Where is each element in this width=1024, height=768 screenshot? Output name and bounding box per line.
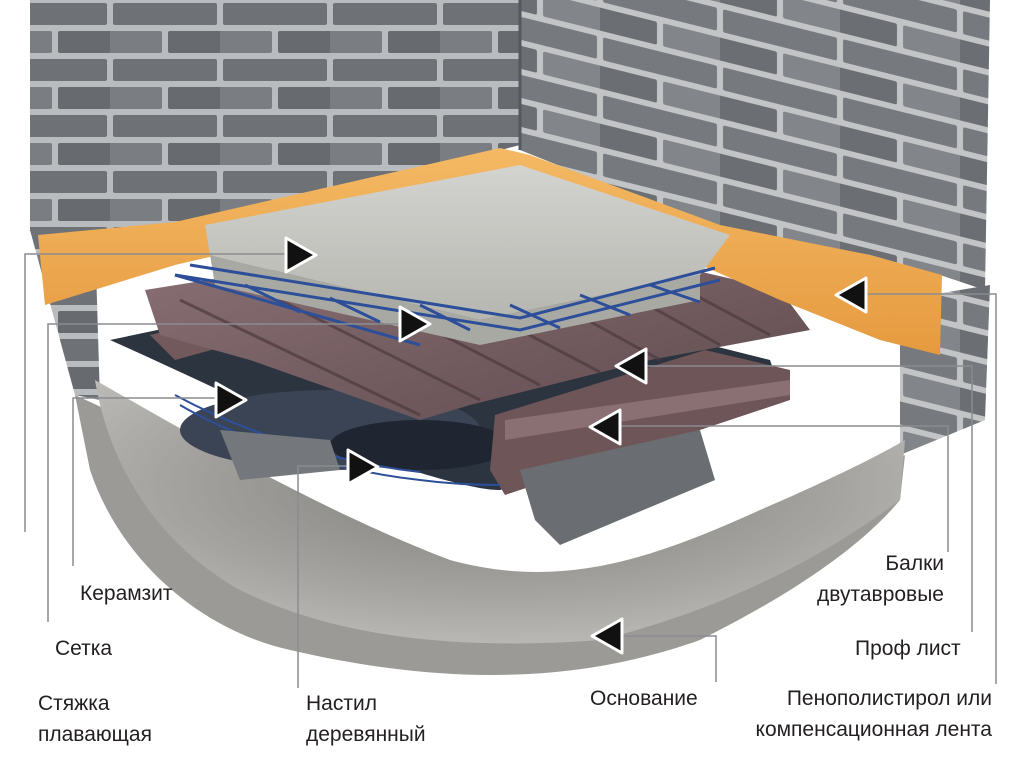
arrow-profsheet-icon [614,347,648,385]
label-nastil: Настил деревянный [306,688,426,750]
label-penopolistirol: Пенополистирол или компенсационная лента [756,683,992,745]
leader-lines [24,253,997,688]
brick-wall [30,0,990,455]
label-styazhka-line2: плавающая [38,723,152,746]
callout-arrows [214,236,868,655]
label-setka: Сетка [55,637,113,660]
label-balki-line2: двутавровые [817,583,944,606]
label-styazhka-line1: Стяжка [38,692,110,715]
label-prof-list: Проф лист [855,637,961,660]
mesh-upper [174,263,721,347]
support-blocks [220,430,715,545]
label-keramzit: Керамзит [80,582,173,605]
arrow-tape-icon [834,276,868,314]
arrow-deck-icon [346,448,380,486]
label-osnovanie: Основание [590,687,698,710]
floating-screed [205,165,730,345]
arrow-mesh-icon [398,305,432,343]
arrow-clay-icon [214,381,248,419]
label-balki-line1: Балки [885,552,944,575]
label-penopolistirol-line2: компенсационная лента [755,718,992,741]
label-balki: Балки двутавровые [817,548,944,610]
label-nastil-line2: деревянный [306,723,426,746]
arrow-beams-icon [588,408,622,446]
label-penopolistirol-line1: Пенополистирол или [786,687,992,710]
label-nastil-line1: Настил [306,692,377,715]
arrow-base-icon [590,617,624,655]
label-styazhka: Стяжка плавающая [38,688,152,750]
arrow-screed-icon [284,236,318,274]
